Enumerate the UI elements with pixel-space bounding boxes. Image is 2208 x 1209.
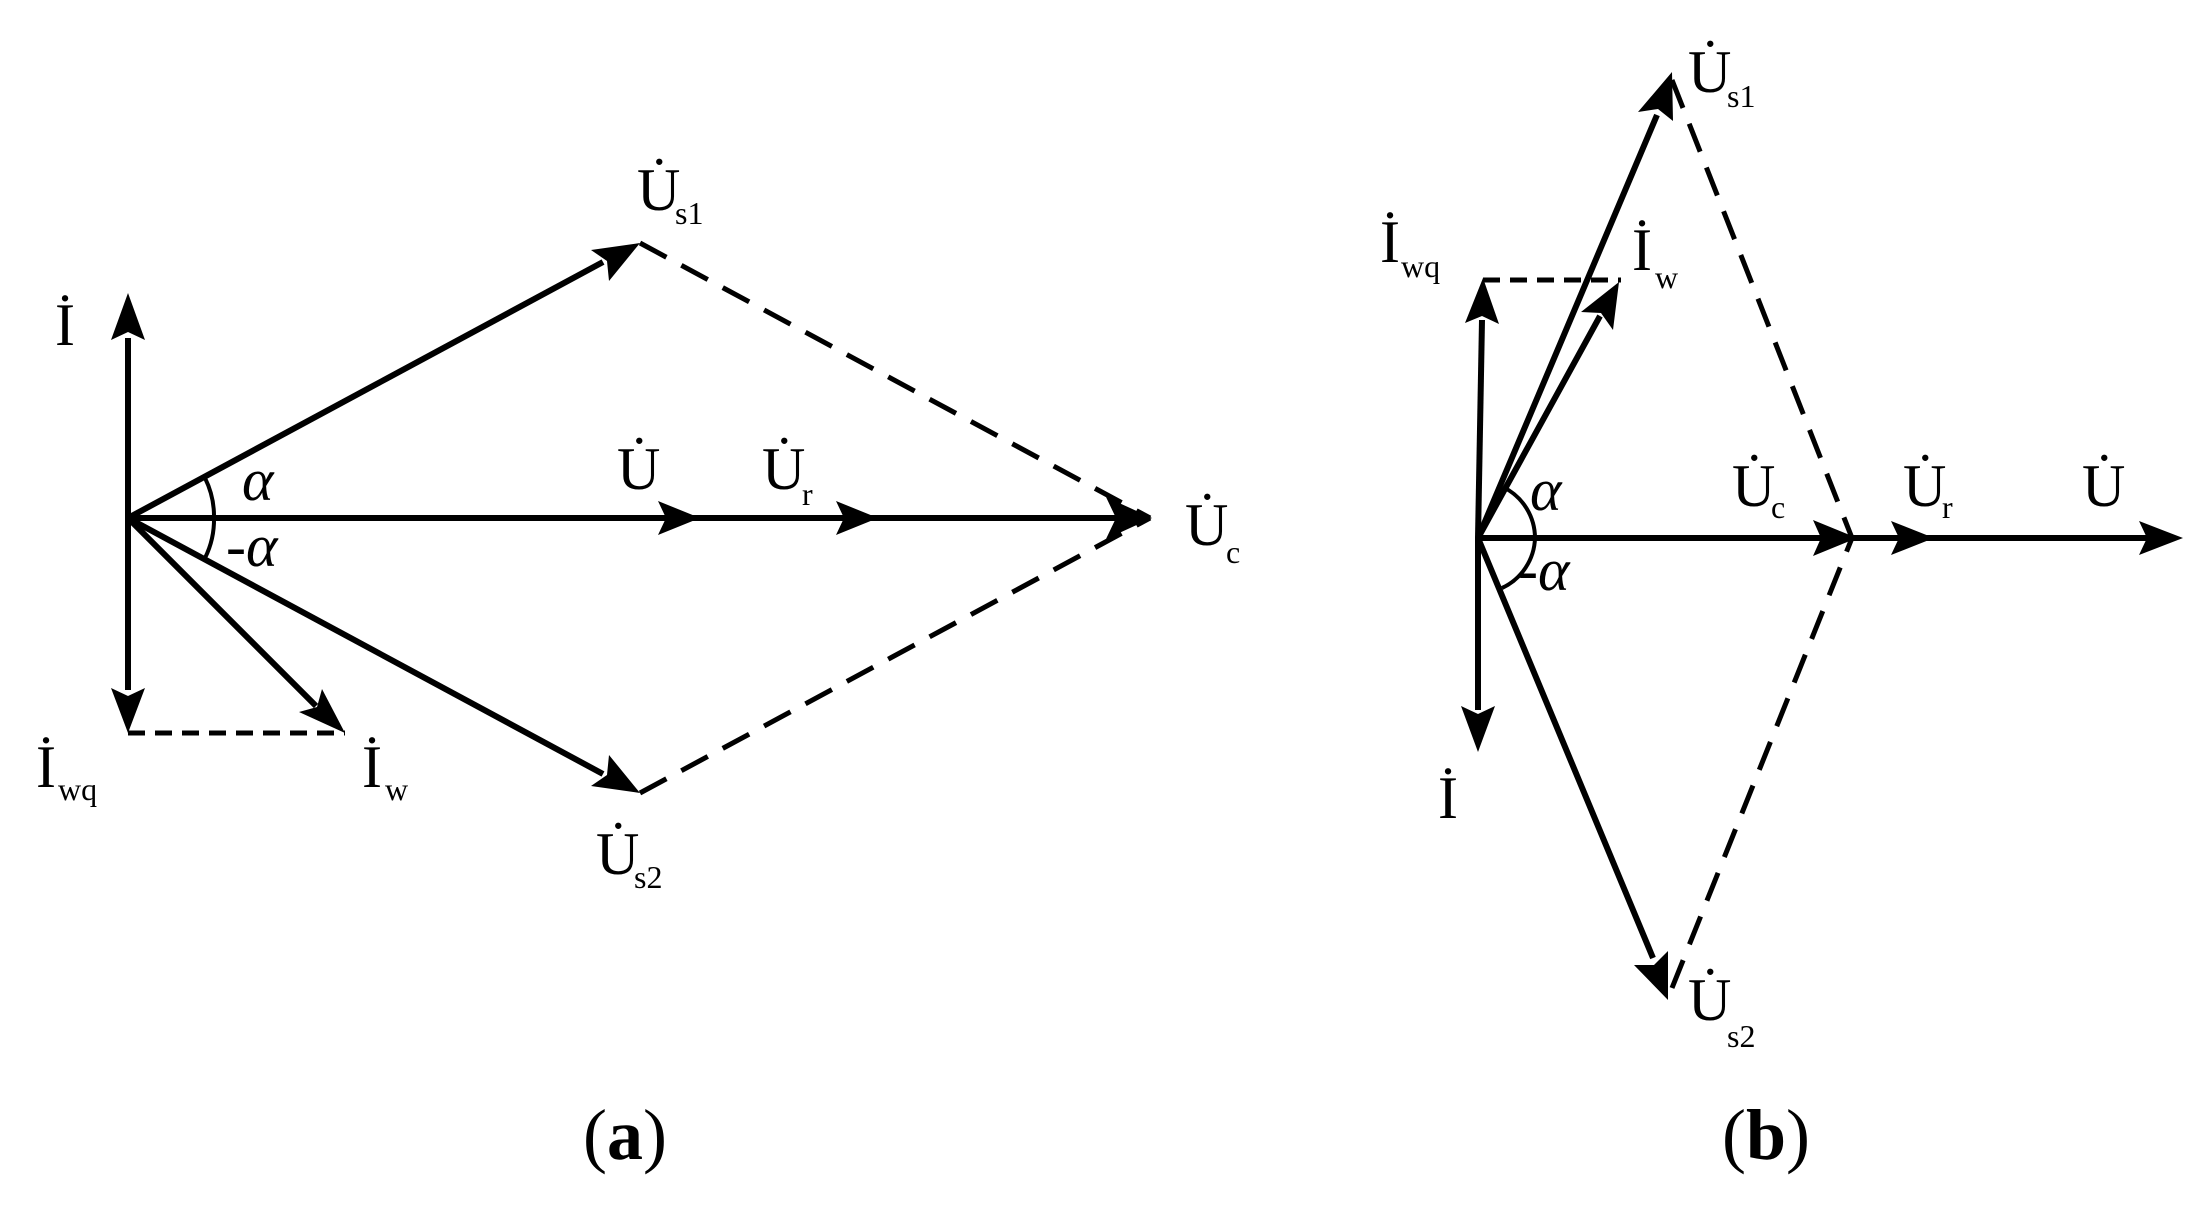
panel-b-us1-uc-dashed-line	[1669, 79, 1855, 539]
panel-b-label-alpha: α	[1530, 457, 1563, 523]
panel-b-i-vector	[1461, 538, 1495, 752]
svg-text:U̇: U̇	[637, 157, 680, 223]
svg-text:r: r	[1942, 489, 1953, 525]
panel-b-alpha-arc	[1502, 485, 1537, 539]
svg-text:İ: İ	[1632, 217, 1652, 283]
panel-a-label-i: İ	[55, 292, 75, 358]
panel-b-label-u: U̇	[2082, 453, 2125, 519]
svg-text:İ: İ	[362, 734, 382, 800]
svg-text:U̇: U̇	[617, 436, 660, 502]
panel-b-label-iwq: İ wq	[1380, 209, 1440, 284]
svg-text:U̇: U̇	[1688, 967, 1731, 1033]
svg-text:c: c	[1226, 534, 1240, 570]
panel-a-label-uc: U̇ c	[1185, 492, 1240, 570]
svg-text:İ: İ	[36, 734, 56, 800]
svg-text:s1: s1	[1727, 78, 1755, 114]
panel-a-label-iw: İ w	[362, 734, 408, 807]
svg-text:İ: İ	[1380, 209, 1400, 275]
panel-a-i-vector	[111, 293, 145, 518]
panel-a-us2-uc-dashed-line	[638, 515, 1152, 796]
svg-text:U̇: U̇	[1688, 39, 1731, 105]
svg-text:r: r	[802, 476, 813, 512]
panel-a-neg-alpha-arc	[203, 517, 217, 559]
svg-text:U̇: U̇	[1732, 453, 1775, 519]
panel-a-label-iwq: İ wq	[36, 734, 97, 807]
panel-a-label-neg-alpha: -α	[226, 513, 279, 579]
panel-b-us2-uc-dashed-line	[1669, 537, 1855, 989]
svg-text:s1: s1	[675, 195, 703, 231]
svg-text:wq: wq	[1401, 248, 1440, 284]
panel-a-label-us1: U̇ s1	[637, 157, 703, 231]
panel-a-caption: (a)	[583, 1095, 667, 1175]
panel-b-iw-vector	[1475, 282, 1619, 540]
svg-text:U̇: U̇	[1903, 453, 1946, 519]
panel-a-label-alpha: α	[242, 447, 275, 513]
panel-b-label-neg-alpha: -α	[1518, 537, 1571, 603]
panel-a-alpha-arc	[203, 477, 217, 519]
panel-b-label-us1: U̇ s1	[1688, 39, 1755, 114]
panel-a-label-u: U̇	[617, 436, 660, 502]
svg-text:U̇: U̇	[1185, 492, 1228, 558]
panel-a-us1-uc-dashed-line	[638, 240, 1152, 521]
panel-a-iw-vector	[125, 515, 345, 733]
panel-b-label-ur: U̇ r	[1903, 453, 1953, 525]
svg-text:w: w	[385, 771, 408, 807]
panel-a-us2-vector	[126, 515, 640, 793]
svg-text:w: w	[1655, 259, 1678, 295]
svg-text:s2: s2	[1727, 1018, 1755, 1054]
panel-b-label-iw: İ w	[1632, 217, 1678, 295]
svg-text:İ: İ	[1438, 765, 1458, 831]
panel-b-us1-vector	[1475, 72, 1673, 540]
panel-b-u-vector	[1478, 520, 2183, 556]
svg-text:İ: İ	[55, 292, 75, 358]
panel-b-label-us2: U̇ s2	[1688, 967, 1755, 1054]
panel-b-us2-vector	[1475, 536, 1668, 1000]
panel-a-u-vector	[128, 497, 1152, 539]
panel-a-iwq-vector	[111, 518, 145, 733]
svg-text:wq: wq	[58, 771, 97, 807]
svg-text:U̇: U̇	[762, 436, 805, 502]
panel-a-us1-vector	[126, 243, 640, 521]
panel-a: İ İ wq İ w U̇ s1 U̇ s2 U̇ U̇ r U̇ c α -	[36, 157, 1240, 1175]
panel-a-label-us2: U̇ s2	[596, 821, 662, 895]
panel-b-caption: (b)	[1722, 1095, 1810, 1175]
svg-text:U̇: U̇	[596, 821, 639, 887]
panel-a-label-ur: U̇ r	[762, 436, 813, 512]
svg-text:U̇: U̇	[2082, 453, 2125, 519]
svg-text:c: c	[1771, 489, 1785, 525]
svg-text:s2: s2	[634, 859, 662, 895]
panel-b-iwq-vector	[1465, 278, 1499, 539]
panel-b-label-i: İ	[1438, 765, 1458, 831]
panel-b: U̇ s1 İ wq İ w U̇ c U̇ r U̇ İ U̇ s2 α -	[1380, 39, 2183, 1175]
panel-b-label-uc: U̇ c	[1732, 453, 1785, 525]
panel-b-neg-alpha-arc	[1501, 537, 1537, 590]
